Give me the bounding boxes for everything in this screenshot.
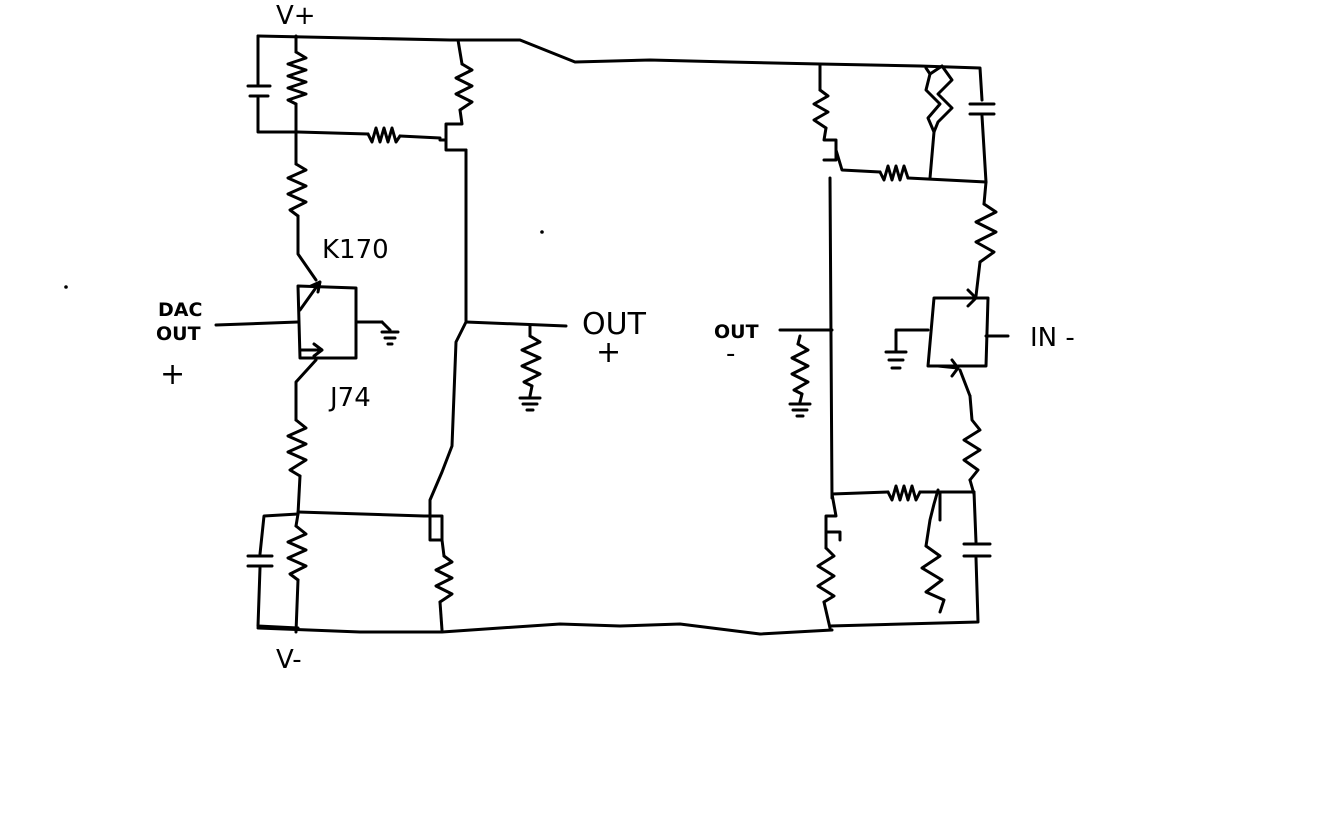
- resistor-bottom-right-drain: [816, 546, 836, 604]
- vminus-label: V-: [276, 645, 302, 675]
- top-right-supply-network: [818, 62, 996, 184]
- lower-right-output-fet: [816, 484, 976, 630]
- in-minus-label: IN -: [1030, 323, 1075, 353]
- lower-left-output-fet: [296, 320, 468, 632]
- resistor-left-lower-bias: [286, 418, 308, 478]
- resistor-bottom-left-1: [286, 524, 308, 582]
- dac-input-wire: [214, 320, 300, 327]
- resistor-left-upper-bias: [286, 162, 308, 218]
- dac-out-label-line1: DAC: [158, 299, 202, 321]
- top-rail-wire: [256, 34, 822, 66]
- top-left-supply-network: [246, 34, 442, 152]
- dac-out-plus-sign: +: [160, 357, 185, 392]
- resistor-bottom-right-horizontal: [886, 484, 922, 502]
- bottom-rail-wire: [256, 622, 834, 636]
- resistor-out-minus-load: [790, 342, 810, 396]
- upper-left-output-fet: [438, 38, 474, 324]
- resistor-right-upper: [974, 202, 998, 264]
- upper-right-output-fet: [812, 62, 988, 500]
- out-minus-sign: -: [726, 339, 735, 369]
- resistor-upper-right-drain: [812, 88, 830, 130]
- stray-dot-2: [64, 285, 68, 289]
- bottom-left-supply-network: [246, 512, 308, 634]
- out-plus-node: [464, 320, 568, 412]
- dac-out-label-line2: OUT: [156, 323, 201, 345]
- stray-dot-1: [540, 230, 544, 234]
- right-input-pair: [884, 180, 1010, 496]
- out-plus-sign: +: [596, 335, 621, 370]
- resistor-top-right-loop: [928, 64, 954, 134]
- input-jfet-pair: [296, 280, 384, 360]
- resistor-top-left-horizontal: [366, 126, 402, 144]
- resistor-upper-left-drain: [454, 62, 474, 112]
- vplus-label: V+: [276, 1, 316, 31]
- ground-symbol-input: [380, 320, 400, 346]
- j74-label: J74: [328, 383, 371, 413]
- resistor-top-right-horizontal: [878, 164, 910, 182]
- bottom-right-supply-network: [828, 488, 992, 628]
- resistor-top-left-1: [286, 50, 308, 106]
- resistor-lower-left-drain: [434, 554, 454, 604]
- resistor-out-plus-load: [520, 334, 542, 388]
- resistor-bottom-right-loop: [920, 544, 946, 614]
- out-minus-node: [778, 328, 834, 418]
- out-minus-label: OUT: [714, 321, 759, 343]
- resistor-right-lower: [962, 394, 982, 482]
- out-plus-label: OUT: [582, 307, 647, 342]
- k170-label: K170: [322, 235, 389, 265]
